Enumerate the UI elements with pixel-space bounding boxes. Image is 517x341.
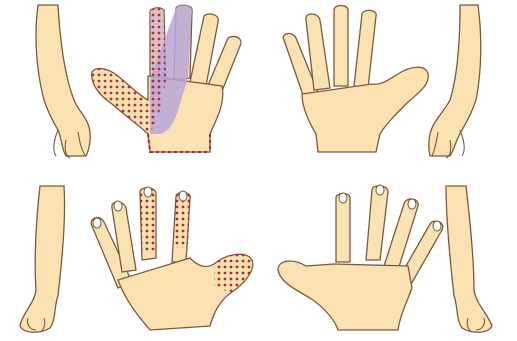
dorsal-hand-bottom-right bbox=[278, 185, 443, 330]
arm-side-top-left bbox=[36, 5, 90, 158]
palm-top-left bbox=[92, 5, 241, 152]
arm-side-top-right bbox=[429, 5, 481, 158]
arm-side-bottom-left bbox=[20, 186, 65, 332]
dorsal-hand-bottom-left bbox=[91, 187, 253, 330]
arm-side-bottom-right bbox=[446, 186, 492, 332]
palm-top-right bbox=[283, 6, 428, 153]
